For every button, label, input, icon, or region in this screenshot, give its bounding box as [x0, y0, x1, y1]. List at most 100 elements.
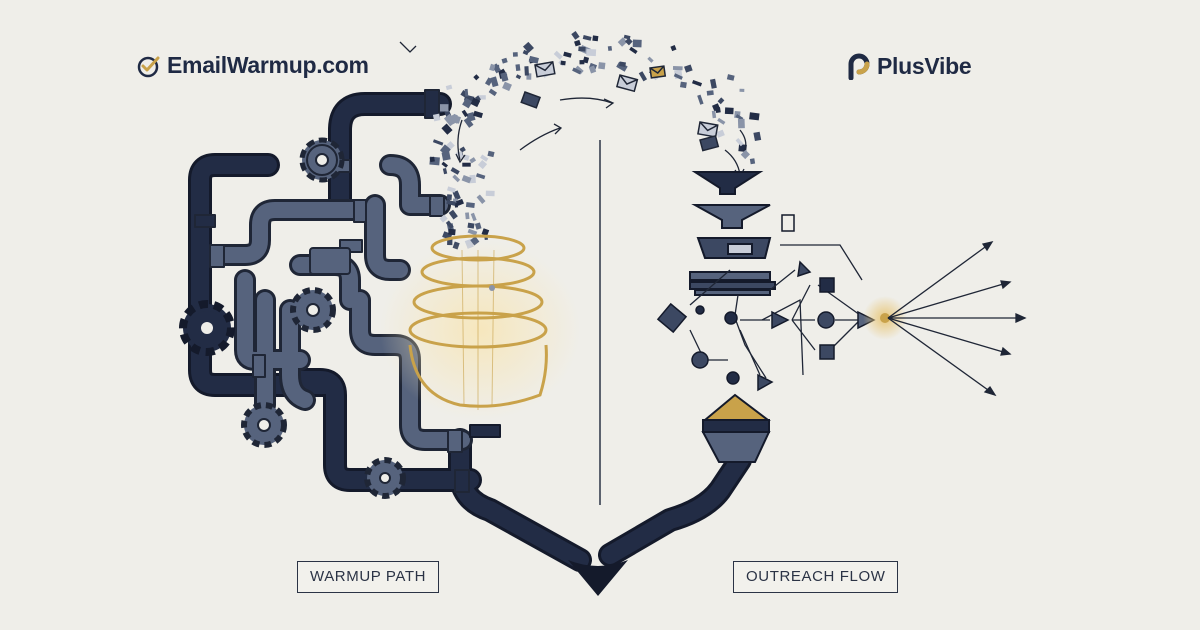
confetti-piece — [574, 39, 581, 47]
gear-icon — [241, 402, 287, 448]
confetti-piece — [738, 144, 747, 152]
confetti-piece — [629, 46, 638, 54]
confetti-piece — [684, 64, 693, 73]
confetti-piece — [489, 63, 496, 72]
confetti-piece — [446, 186, 456, 193]
confetti-piece — [488, 88, 498, 97]
confetti-piece — [502, 81, 512, 92]
confetti-piece — [429, 156, 435, 163]
confetti-piece — [464, 88, 469, 97]
confetti-piece — [512, 52, 518, 57]
confetti-piece — [445, 220, 454, 230]
confetti-piece — [624, 37, 633, 46]
confetti-piece — [522, 41, 534, 53]
confetti-piece — [446, 199, 456, 206]
confetti-piece — [588, 65, 597, 74]
email-swirl — [399, 31, 762, 250]
confetti-piece — [515, 74, 522, 80]
confetti-piece — [753, 131, 762, 142]
plusvibe-p-logo-icon — [848, 53, 870, 80]
confetti-piece — [441, 161, 449, 168]
confetti-piece — [448, 228, 456, 236]
emailwarmup-logo: EmailWarmup.com — [137, 52, 369, 79]
confetti-piece — [607, 45, 613, 51]
confetti-piece — [579, 59, 585, 65]
outreach-hopper — [701, 393, 771, 463]
confetti-piece — [500, 72, 509, 82]
confetti-piece — [524, 66, 529, 76]
confetti-piece — [452, 190, 461, 201]
confetti-piece — [469, 174, 476, 184]
confetti-piece — [470, 97, 481, 108]
confetti-piece — [475, 95, 481, 102]
confetti-piece — [452, 174, 461, 183]
confetti-piece — [461, 174, 472, 184]
confetti-piece — [619, 61, 626, 67]
envelope-icons — [520, 61, 720, 152]
confetti-piece — [672, 66, 683, 71]
confetti-piece — [447, 238, 453, 246]
gear-icon — [299, 137, 345, 183]
confetti-piece — [495, 64, 500, 70]
confetti-piece — [592, 35, 599, 42]
confetti-piece — [715, 107, 721, 113]
confetti-piece — [439, 104, 449, 112]
confetti-piece — [563, 51, 572, 58]
confetti-particles — [429, 31, 762, 250]
confetti-piece — [432, 139, 444, 146]
outlet-cap — [469, 424, 501, 438]
confetti-piece — [691, 79, 703, 87]
outreach-flow-label: OUTREACH FLOW — [733, 561, 899, 593]
filter-stack — [689, 171, 795, 296]
confetti-piece — [432, 113, 441, 122]
confetti-piece — [572, 67, 582, 75]
confetti-piece — [724, 107, 734, 115]
confetti-piece — [647, 56, 654, 63]
confetti-piece — [473, 110, 483, 119]
plusvibe-logo: PlusVibe — [845, 52, 972, 80]
confetti-piece — [726, 74, 735, 81]
confetti-piece — [709, 78, 717, 89]
checkmark-circle-icon — [137, 56, 160, 77]
confetti-piece — [441, 123, 453, 135]
confetti-piece — [487, 150, 495, 158]
confetti-piece — [673, 73, 683, 80]
confetti-piece — [740, 149, 751, 160]
confetti-piece — [711, 110, 717, 119]
confetti-piece — [465, 212, 470, 220]
confetti-piece — [717, 97, 725, 105]
confetti-piece — [459, 146, 466, 153]
confetti-piece — [632, 39, 642, 48]
confetti-piece — [477, 95, 486, 100]
confetti-piece — [448, 209, 458, 220]
confetti-piece — [446, 194, 452, 201]
confetti-piece — [467, 222, 475, 229]
confetti-piece — [481, 228, 490, 237]
confetti-piece — [717, 117, 726, 125]
confetti-piece — [474, 222, 482, 230]
warmup-path-label: WARMUP PATH — [297, 561, 440, 593]
confetti-piece — [461, 109, 469, 118]
confetti-piece — [469, 157, 477, 164]
confetti-piece — [616, 61, 628, 72]
confetti-piece — [638, 71, 648, 82]
confetti-piece — [739, 88, 745, 92]
confetti-piece — [475, 173, 486, 180]
confetti-piece — [485, 190, 495, 197]
gear-icon — [179, 300, 235, 356]
confetti-piece — [466, 112, 476, 122]
gear-icon — [364, 457, 406, 499]
gears — [179, 137, 406, 499]
confetti-piece — [553, 50, 563, 60]
confetti-piece — [467, 228, 478, 236]
confetti-piece — [679, 81, 687, 89]
confetti-piece — [560, 60, 566, 66]
confetti-piece — [462, 97, 473, 109]
confetti-piece — [706, 90, 714, 96]
confetti-piece — [473, 74, 480, 81]
confetti-piece — [749, 158, 756, 165]
emailwarmup-brand-name: EmailWarmup.com — [167, 52, 369, 78]
confetti-piece — [441, 151, 451, 161]
confetti-piece — [446, 141, 455, 150]
confetti-piece — [463, 117, 474, 128]
